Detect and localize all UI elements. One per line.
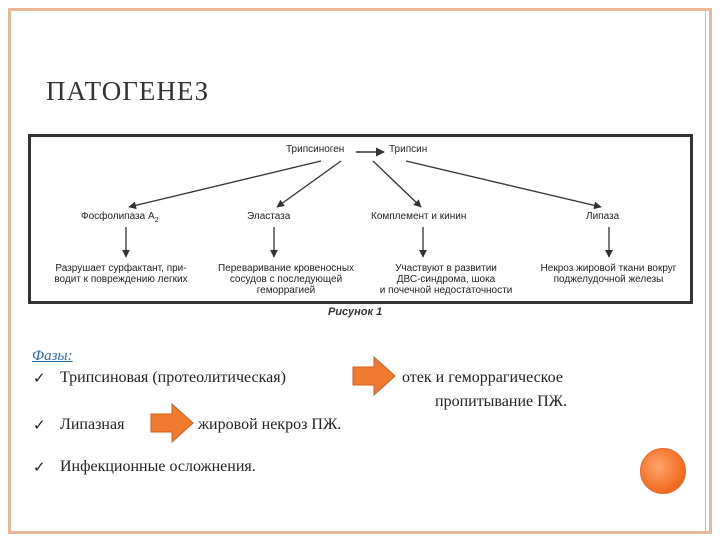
phase-trypsin-result-2: пропитывание ПЖ.: [435, 393, 567, 410]
complement-effect: Участвуют в развитии ДВС-синдрома, шока …: [379, 263, 513, 296]
phase-2-arrow-icon: [150, 403, 194, 443]
decorative-orange-circle: [640, 448, 686, 494]
slide-title: ПАТОГЕНЕЗ: [46, 76, 210, 106]
phospholipase-text: Фосфолипаза А: [81, 211, 155, 222]
slide-top-border: [8, 8, 712, 11]
arrow-to-phospholipase: [128, 160, 322, 210]
phase-lipase-label: Липазная: [60, 416, 125, 433]
phospholipase-effect: Разрушает сурфактант, при- водит к повре…: [54, 263, 188, 285]
figure-arrows: [122, 147, 613, 258]
arrow-to-lipase: [405, 160, 602, 210]
lipase-effect: Некроз жировой ткани вокруг поджелудочно…: [540, 263, 677, 285]
phase-trypsin-label: Трипсиновая (протеолитическая): [60, 369, 286, 386]
elastase-label: Эластаза: [247, 211, 291, 222]
phase-1-arrow-icon: [352, 356, 396, 396]
phases-heading: Фазы:: [32, 348, 73, 364]
figure-caption: Рисунок 1: [328, 306, 383, 318]
complement-kinin-label: Комплемент и кинин: [371, 211, 467, 222]
checkmark-2: ✓: [33, 418, 46, 434]
arrow-to-complement: [372, 160, 422, 208]
checkmark-1: ✓: [33, 371, 46, 387]
slide-left-border: [8, 8, 11, 534]
checkmark-3: ✓: [33, 460, 46, 476]
trypsin-label: Трипсин: [389, 144, 428, 155]
slide-right-border-inner: [705, 8, 706, 534]
figure-panel: Трипсиноген Трипсин Фосфолипаза А2 Эласт…: [28, 134, 693, 304]
phase-infection-label: Инфекционные осложнения.: [60, 458, 256, 475]
phospholipase-label: Фосфолипаза А2: [81, 211, 159, 224]
phospholipase-subscript: 2: [154, 217, 159, 224]
phase-trypsin-result-1: отек и геморрагическое: [402, 369, 563, 386]
pathogenesis-figure: Трипсиноген Трипсин Фосфолипаза А2 Эласт…: [28, 134, 693, 322]
elastase-effect: Переваривание кровеносных сосудов с посл…: [217, 263, 355, 296]
slide-right-border: [709, 8, 712, 534]
lipase-label: Липаза: [586, 211, 620, 222]
slide-bottom-border: [8, 531, 712, 534]
arrow-to-elastase: [276, 160, 342, 208]
phase-lipase-result: жировой некроз ПЖ.: [198, 416, 342, 433]
trypsinogen-label: Трипсиноген: [286, 144, 345, 155]
